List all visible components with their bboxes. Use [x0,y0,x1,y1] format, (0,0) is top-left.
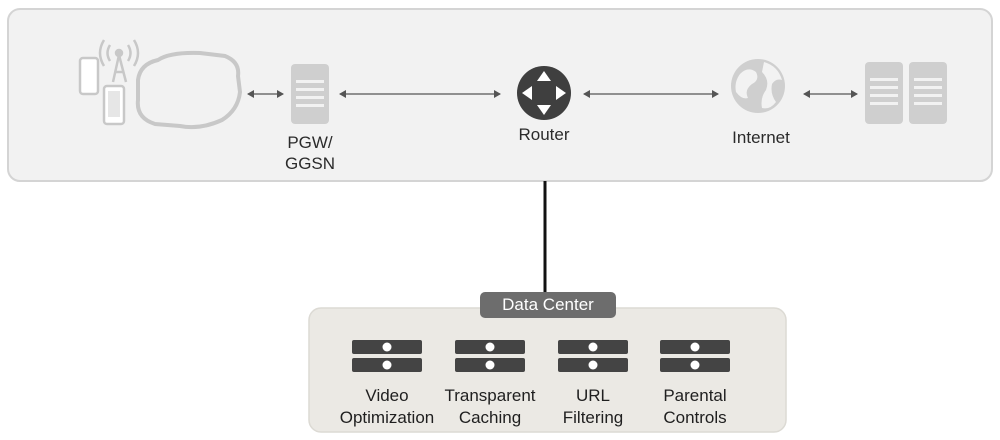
service-server-icon-2 [455,340,525,372]
service-server-icon-1 [352,340,422,372]
service-line2: Filtering [562,408,624,427]
pgw-label-line1: PGW/ [287,133,333,152]
top-network-panel [7,8,993,182]
data-center-title: Data Center [480,292,616,318]
service-video-optimization: Video Optimization [332,385,442,429]
service-server-icon-4 [660,340,730,372]
service-transparent-caching: Transparent Caching [435,385,545,429]
service-line2: Controls [663,408,727,427]
internet-label: Internet [732,128,790,147]
service-server-icon-3 [558,340,628,372]
pgw-label: PGW/ GGSN [270,132,350,174]
service-line1: Transparent [444,386,536,405]
router-icon [517,66,571,120]
service-parental-controls: Parental Controls [640,385,750,429]
router-label: Router [518,125,570,144]
service-line1: Video [365,386,409,405]
internet-globe-icon [731,59,785,113]
service-line1: Parental [663,386,727,405]
service-line2: Caching [458,408,522,427]
content-servers-icon [865,62,947,124]
service-url-filtering: URL Filtering [538,385,648,429]
pgw-server-icon [291,64,329,124]
mobile-network-cloud-icon [135,50,243,130]
mobile-phones-icon [78,56,126,126]
service-line1: URL [575,386,610,405]
pgw-label-line2: GGSN [284,154,336,173]
service-line2: Optimization [339,408,435,427]
cell-tower-icon [98,39,140,83]
